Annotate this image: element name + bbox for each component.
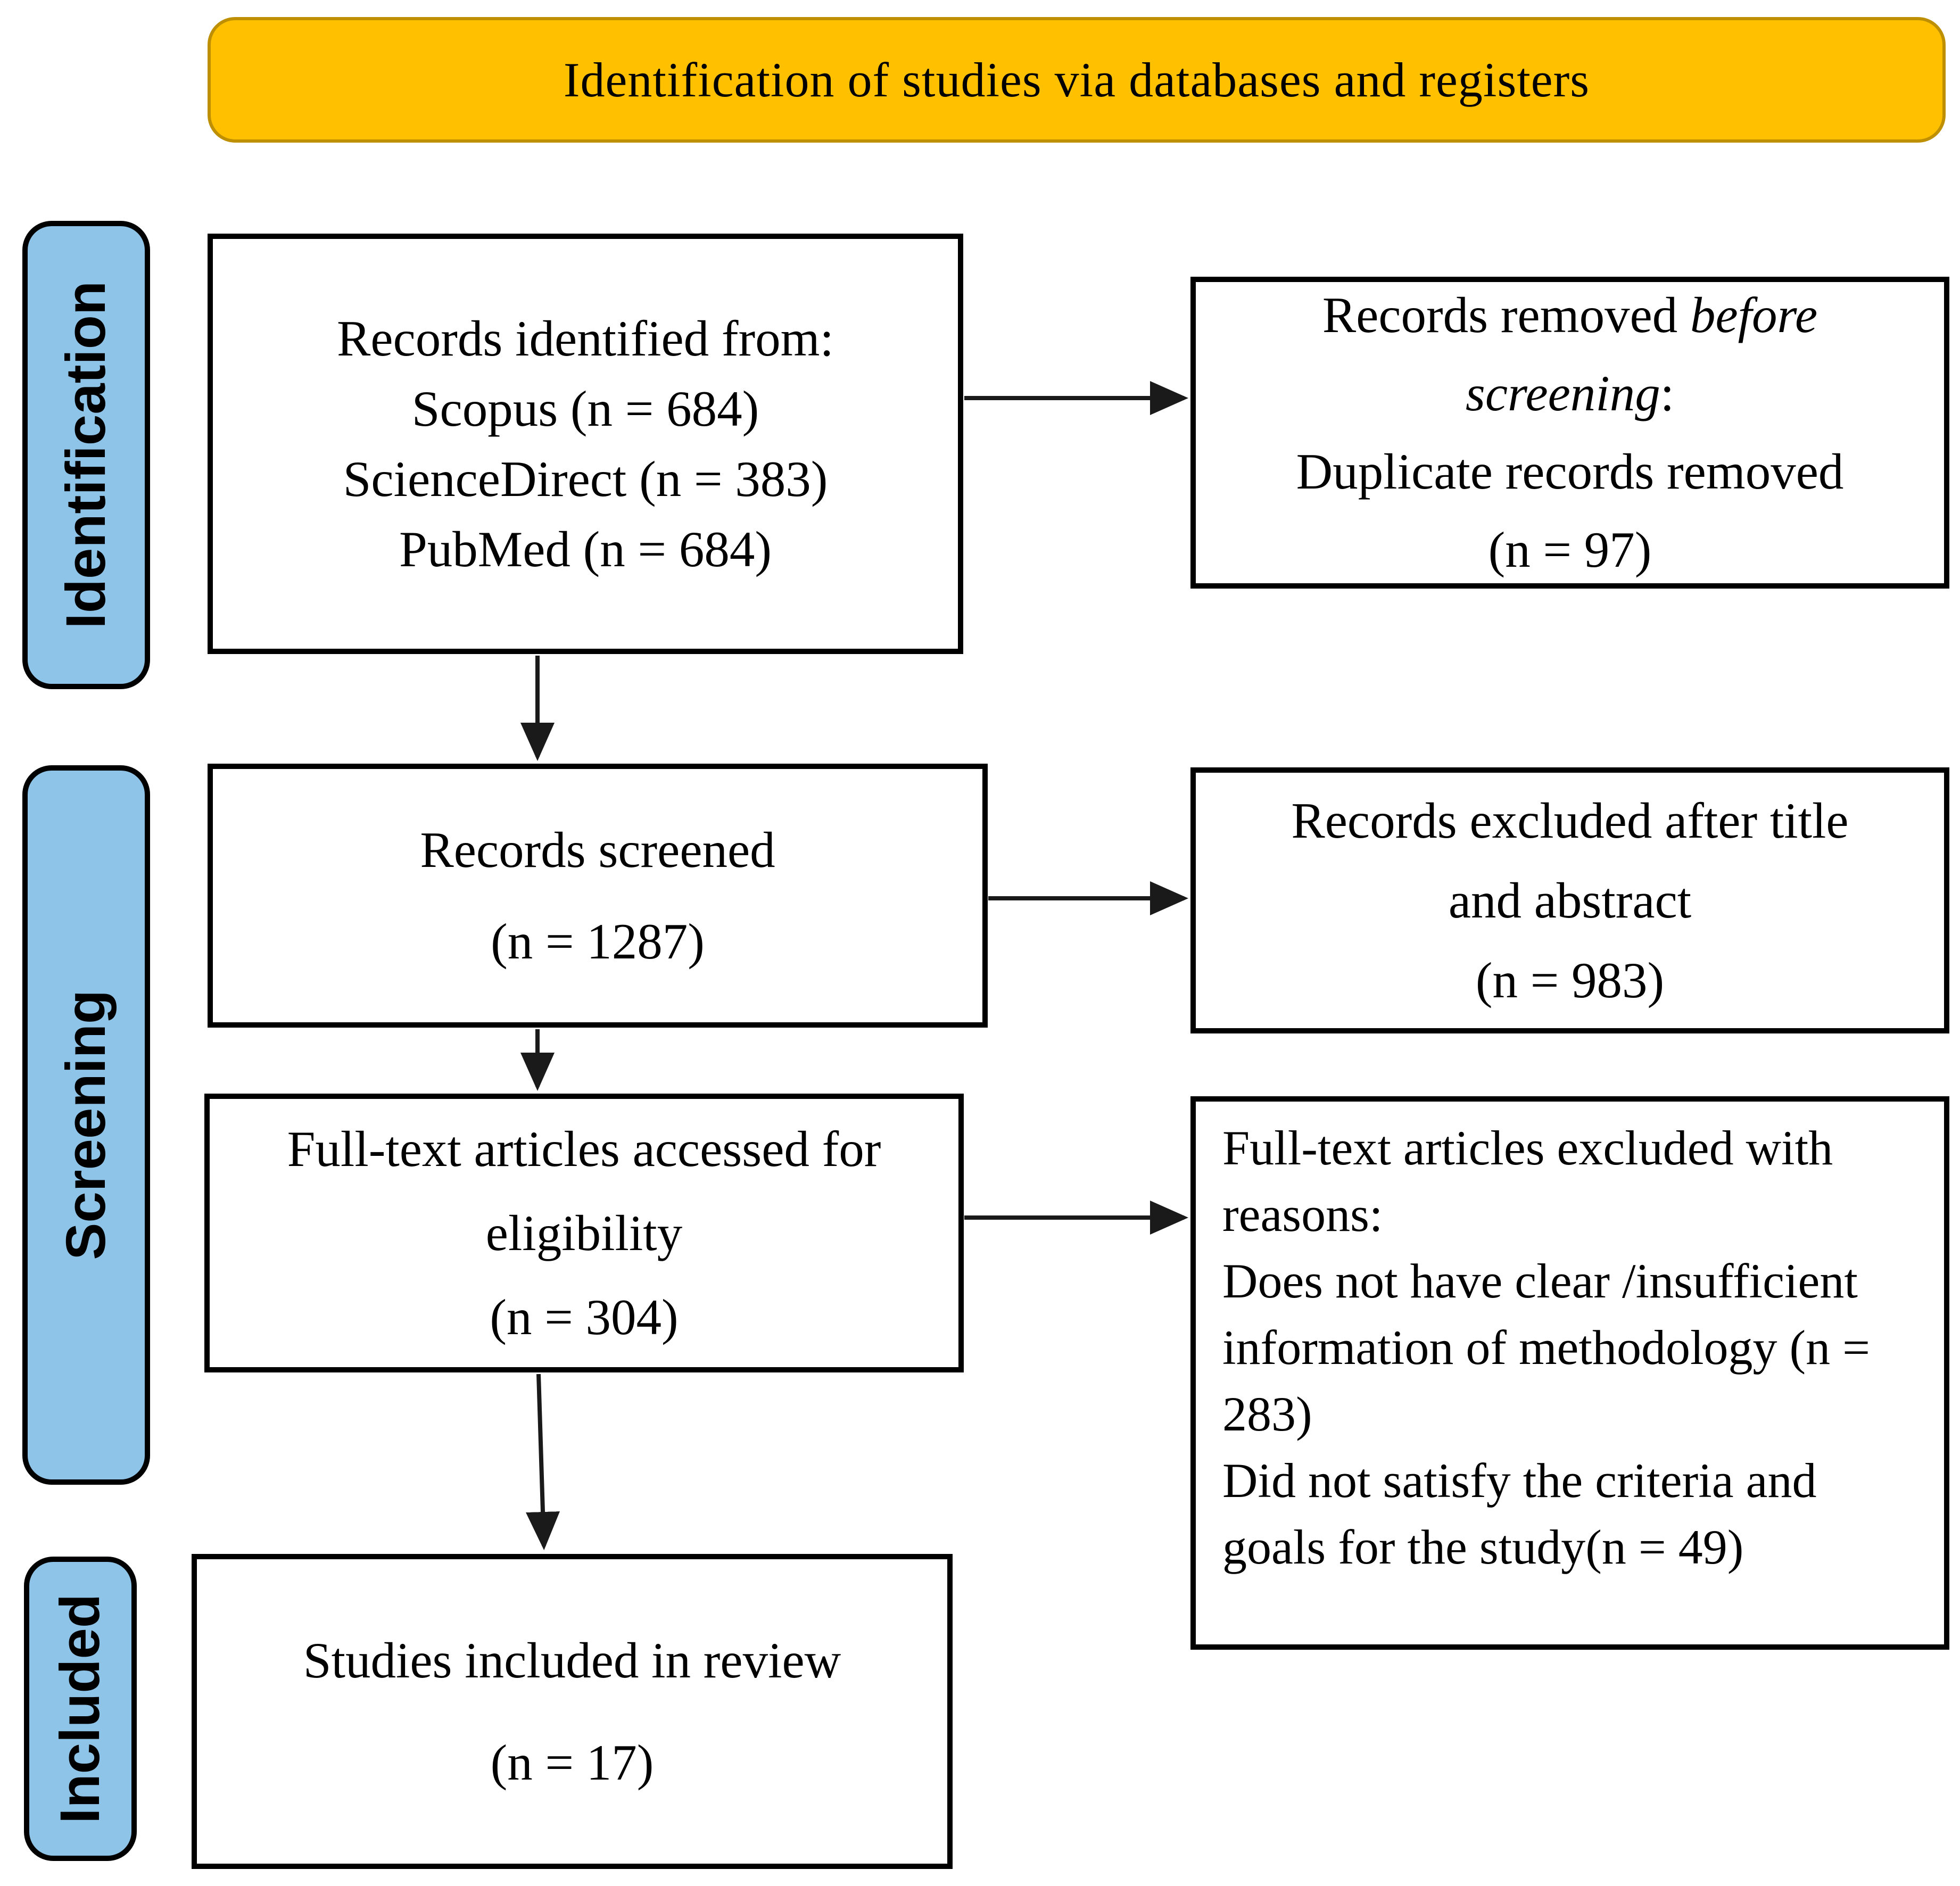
text-line: Did not satisfy the criteria and	[1222, 1453, 1817, 1508]
text-line: Records screened	[420, 822, 775, 878]
title-text: Identification of studies via databases …	[563, 53, 1590, 107]
text-line: Does not have clear /insufficient	[1222, 1254, 1858, 1308]
box-records-identified: Records identified from: Scopus (n = 684)…	[208, 234, 963, 654]
text-line: eligibility	[485, 1205, 683, 1261]
text-line: Records removed before	[1322, 276, 1817, 354]
text-line: 283)	[1222, 1387, 1312, 1441]
box-fulltext-excluded-reasons: Full-text articles excluded with reasons:…	[1190, 1096, 1949, 1650]
text-line: goals for the study(n = 49)	[1222, 1520, 1744, 1574]
text-line: information of methodology (n =	[1222, 1320, 1871, 1375]
text-line: Full-text articles accessed for	[287, 1121, 881, 1177]
text-line: screening:	[1466, 354, 1674, 433]
title-banner: Identification of studies via databases …	[208, 17, 1946, 143]
text-line: (n = 304)	[490, 1289, 679, 1345]
stage-screening: Screening	[22, 765, 150, 1485]
emphasized-text: screening	[1465, 365, 1660, 421]
text-line: ScienceDirect (n = 383)	[343, 451, 828, 507]
plain-text: :	[1660, 365, 1675, 421]
stage-identification-label: Identification	[55, 281, 117, 629]
text-line: PubMed (n = 684)	[399, 521, 772, 577]
text-line: Full-text articles excluded with	[1222, 1121, 1833, 1175]
text-line: Records identified from:	[337, 310, 834, 367]
stage-included-label: Included	[49, 1594, 111, 1824]
text-line: (n = 983)	[1475, 952, 1665, 1008]
box-records-screened: Records screened (n = 1287)	[208, 764, 988, 1028]
plain-text: Records removed	[1322, 287, 1690, 343]
plain-text: Duplicate records removed	[1296, 443, 1844, 500]
box-studies-included: Studies included in review (n = 17)	[192, 1554, 953, 1869]
text-line: (n = 97)	[1488, 511, 1652, 589]
text-line: Studies included in review	[303, 1632, 841, 1689]
box-records-excluded-title-abstract: Records excluded after title and abstract…	[1190, 767, 1949, 1033]
arrow-fulltext-to-included	[526, 1374, 560, 1550]
stage-identification: Identification	[22, 221, 150, 689]
text-line: (n = 17)	[490, 1734, 654, 1791]
plain-text: (n = 97)	[1488, 522, 1652, 578]
text-line: (n = 1287)	[491, 913, 705, 970]
text-line: reasons:	[1222, 1187, 1383, 1242]
stage-screening-label: Screening	[55, 990, 117, 1260]
text-line: Scopus (n = 684)	[411, 380, 759, 437]
text-line: and abstract	[1448, 872, 1692, 929]
box-fulltext-assessed: Full-text articles accessed for eligibili…	[204, 1094, 964, 1372]
stage-included: Included	[24, 1557, 137, 1861]
text-line: Duplicate records removed	[1296, 433, 1844, 511]
text-line: Records excluded after title	[1291, 792, 1849, 849]
emphasized-text: before	[1690, 287, 1818, 343]
